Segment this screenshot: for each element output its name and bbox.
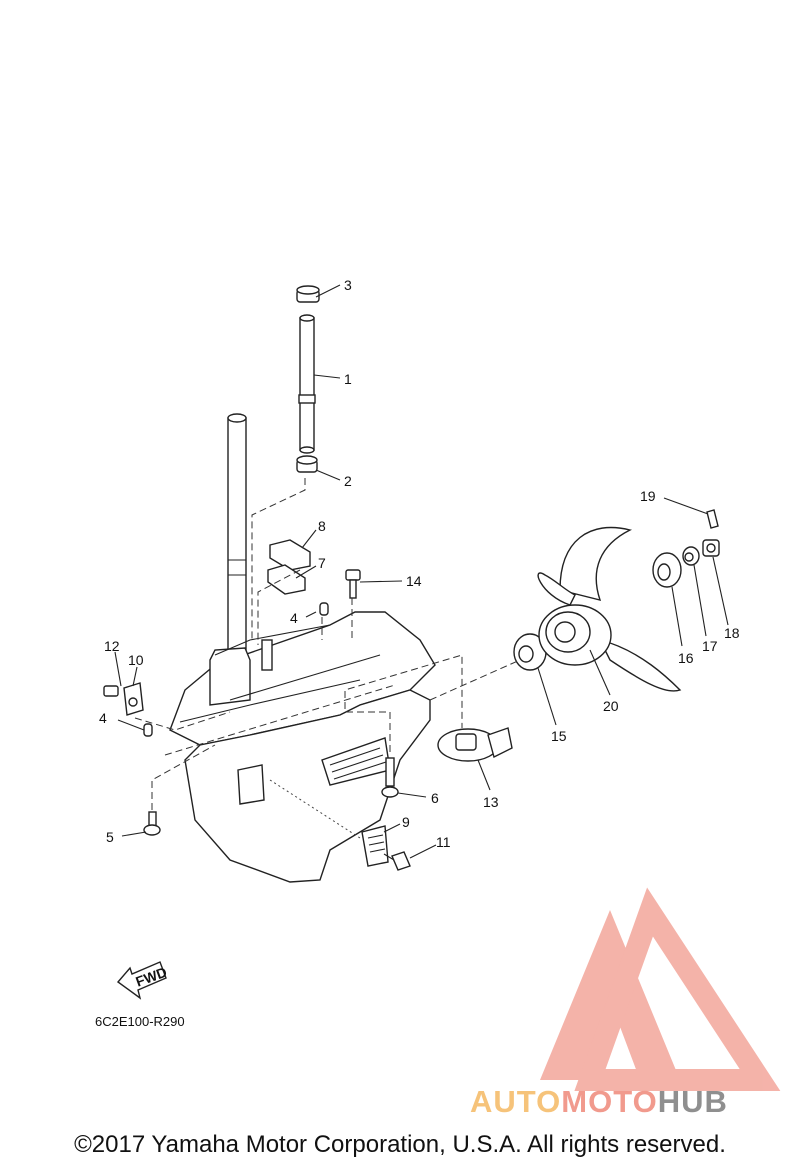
grommet-10 — [123, 682, 144, 716]
callout-15: 15 — [551, 728, 567, 744]
spacer-15 — [513, 633, 547, 671]
callout-10: 10 — [128, 652, 144, 668]
bolt-5 — [143, 811, 161, 836]
plate-8 — [269, 539, 311, 571]
automotohub-wordmark: AUTOMOTOHUB — [470, 1084, 728, 1120]
callout-12: 12 — [104, 638, 120, 654]
cotter-pin-19 — [706, 509, 719, 529]
dowel-pin-4-lower — [143, 723, 153, 737]
callout-4-lower: 4 — [99, 710, 107, 726]
brand-hub: HUB — [657, 1084, 728, 1119]
callout-2: 2 — [344, 473, 352, 489]
nut-12 — [103, 685, 119, 697]
callout-20: 20 — [603, 698, 619, 714]
callout-numbers: 3 1 2 8 7 4 14 12 10 4 5 6 9 11 13 15 20… — [99, 277, 740, 850]
drawing-code: 6C2E100-R290 — [95, 1014, 185, 1029]
assembly-lines — [134, 478, 521, 839]
lower-casing — [169, 611, 436, 883]
callout-9: 9 — [402, 814, 410, 830]
bushing-lower — [296, 455, 318, 473]
bolt-6 — [381, 757, 399, 798]
drive-shaft — [298, 314, 316, 454]
callout-3: 3 — [344, 277, 352, 293]
brand-auto: AUTO — [470, 1084, 562, 1119]
callout-8: 8 — [318, 518, 326, 534]
callout-13: 13 — [483, 794, 499, 810]
callout-18: 18 — [724, 625, 740, 641]
callout-19: 19 — [640, 488, 656, 504]
callout-16: 16 — [678, 650, 694, 666]
dowel-pin-4-upper — [319, 602, 329, 616]
callout-11: 11 — [436, 834, 451, 850]
screw-11 — [383, 851, 411, 871]
callout-7: 7 — [318, 555, 326, 571]
automotohub-logo-icon — [540, 887, 781, 1091]
leader-lines — [114, 284, 729, 859]
propeller-20 — [537, 526, 682, 692]
nut-18 — [702, 539, 720, 557]
bushing-top — [296, 285, 320, 303]
plate-7 — [267, 564, 306, 595]
anode-9 — [361, 825, 389, 867]
thrust-washer-13 — [437, 727, 513, 762]
bolt-14 — [345, 569, 361, 599]
callout-5: 5 — [106, 829, 114, 845]
copyright-notice: ©2017 Yamaha Motor Corporation, U.S.A. A… — [74, 1131, 726, 1158]
callout-17: 17 — [702, 638, 718, 654]
callout-6: 6 — [431, 790, 439, 806]
fwd-arrow-icon: FWD — [116, 961, 169, 1000]
fwd-label: FWD — [133, 964, 168, 990]
spacer-17 — [682, 546, 700, 566]
brand-moto: MOTO — [561, 1084, 658, 1119]
callout-1: 1 — [344, 371, 352, 387]
washer-16 — [652, 552, 682, 588]
callout-14: 14 — [406, 573, 422, 589]
water-tube — [227, 413, 247, 651]
callout-4-upper: 4 — [290, 610, 298, 626]
